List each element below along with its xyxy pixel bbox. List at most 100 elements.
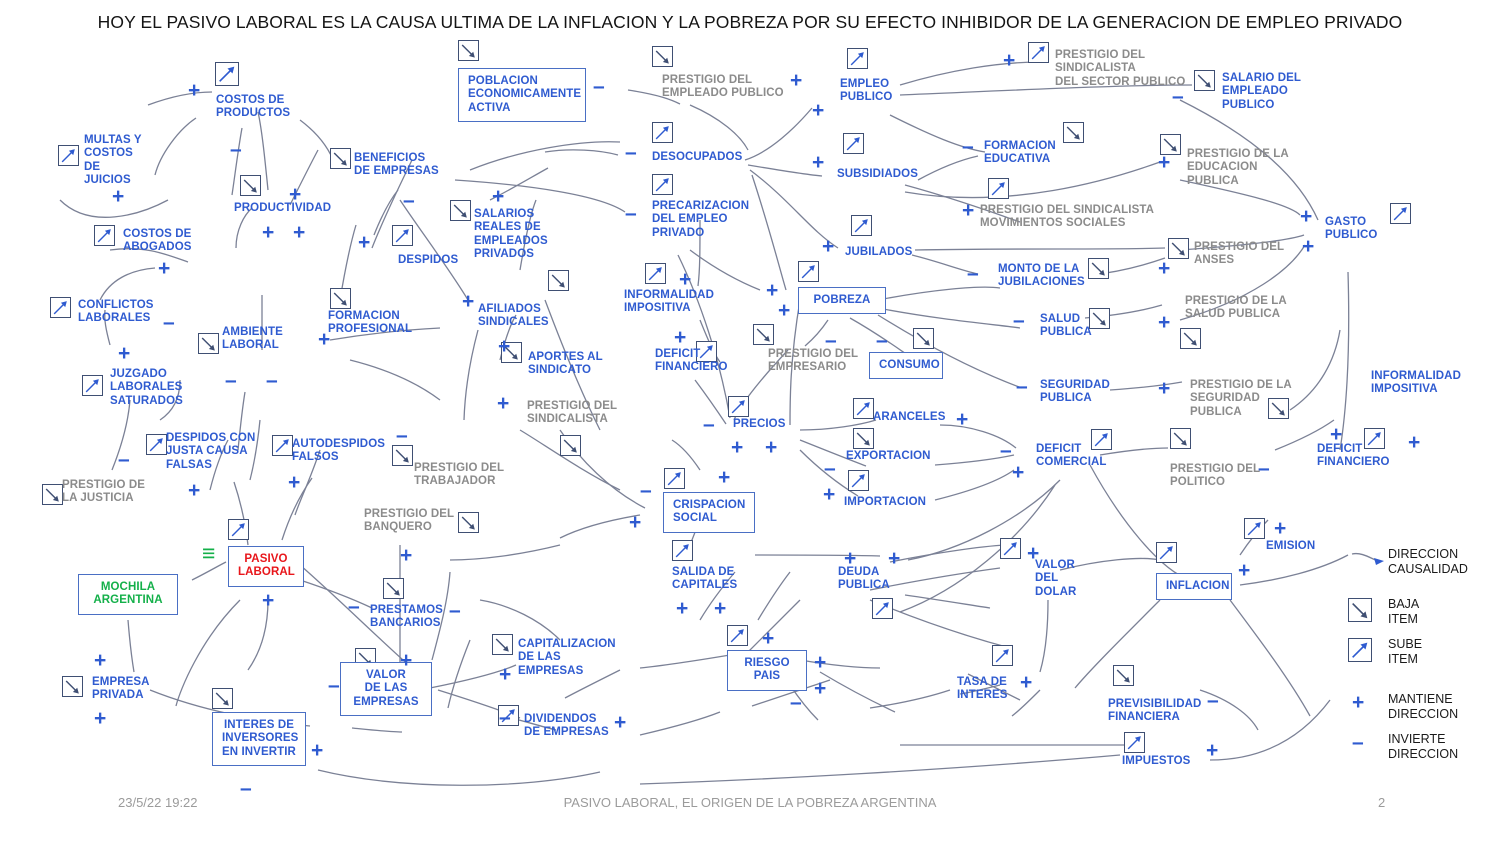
node-interes-de-inversores-en-invertir[interactable]: INTERES DE INVERSORES EN INVERTIR — [212, 712, 306, 766]
polarity-plus: + — [1158, 151, 1171, 174]
polarity-plus: + — [400, 544, 413, 567]
footer-page-number: 2 — [1378, 795, 1386, 810]
polarity-plus: + — [497, 392, 510, 415]
node-beneficios-de-empresas[interactable]: BENEFICIOS DE EMPRESAS — [354, 152, 439, 178]
node-importacion[interactable]: IMPORTACION — [844, 496, 927, 508]
node-tasa-de-interes[interactable]: TASA DE INTERES — [957, 676, 1008, 702]
polarity-minus: – — [703, 413, 715, 436]
node-prestigio-del-empresario[interactable]: PRESTIGIO DEL EMPRESARIO — [768, 348, 859, 374]
node-prestigio-del-anses[interactable]: PRESTIGIO DEL ANSES — [1194, 241, 1285, 267]
node-informalidad-impositiva[interactable]: INFORMALIDAD IMPOSITIVA — [624, 289, 714, 315]
node-salud-publica[interactable]: SALUD PUBLICA — [1040, 313, 1092, 339]
node-monto-de-la-jubilaciones[interactable]: MONTO DE LA JUBILACIONES — [998, 263, 1085, 289]
up-arrow-icon — [1364, 428, 1385, 449]
node-formacion-educativa[interactable]: FORMACION EDUCATIVA — [984, 140, 1056, 166]
node-salarios-reales-de-empleados-privados[interactable]: SALARIOS REALES DE EMPLEADOS PRIVADOS — [474, 208, 548, 260]
polarity-minus: – — [967, 262, 979, 285]
node-multas-y-costos-de-juicios[interactable]: MULTAS Y COSTOS DE JUICIOS — [84, 134, 142, 186]
node-riesgo-pais[interactable]: RIESGO PAIS — [727, 650, 807, 691]
node-prestigio-del-banquero[interactable]: PRESTIGIO DEL BANQUERO — [364, 508, 455, 534]
node-empleo-publico[interactable]: EMPLEO PUBLICO — [840, 78, 893, 104]
node-costos-de-productos[interactable]: COSTOS DE PRODUCTOS — [216, 94, 291, 120]
node-pobreza[interactable]: POBREZA — [798, 287, 886, 315]
node-inflacion[interactable]: INFLACION — [1156, 573, 1232, 601]
node-seguridad-publica[interactable]: SEGURIDAD PUBLICA — [1040, 379, 1110, 405]
node-informalidad-impositiva-derecha[interactable]: INFORMALIDAD IMPOSITIVA — [1371, 370, 1461, 396]
node-deficit-financiero-derecha[interactable]: DEFICIT FINANCIERO — [1317, 443, 1390, 469]
node-gasto-publico[interactable]: GASTO PUBLICO — [1325, 216, 1378, 242]
up-arrow-icon — [847, 48, 868, 69]
down-arrow-icon — [753, 324, 774, 345]
node-desocupados[interactable]: DESOCUPADOS — [652, 151, 743, 163]
node-salario-del-empleado-publico[interactable]: SALARIO DEL EMPLEADO PUBLICO — [1222, 72, 1302, 111]
node-emision[interactable]: EMISION — [1266, 540, 1316, 552]
node-deficit-financiero-centro[interactable]: DEFICIT FINANCIERO — [655, 348, 728, 374]
node-poblacion-economicamente-activa[interactable]: POBLACION ECONOMICAMENTE ACTIVA — [458, 68, 586, 122]
node-prestigio-de-la-salud-publica[interactable]: PRESTIGIO DE LA SALUD PUBLICA — [1185, 295, 1287, 321]
node-juzgado-laborales-saturados[interactable]: JUZGADO LABORALES SATURADOS — [110, 368, 183, 407]
node-capitalizacion-de-las-empresas[interactable]: CAPITALIZACION DE LAS EMPRESAS — [518, 638, 616, 677]
down-arrow-icon — [330, 288, 351, 309]
node-pasivo-laboral[interactable]: PASIVO LABORAL — [228, 546, 304, 587]
footer-date: 23/5/22 19:22 — [118, 795, 198, 810]
node-consumo[interactable]: CONSUMO — [869, 352, 943, 380]
node-prestigio-de-la-educacion-publica[interactable]: PRESTIGIO DE LA EDUCACION PUBLICA — [1187, 148, 1289, 187]
down-arrow-icon — [42, 484, 63, 505]
node-prestamos-bancarios[interactable]: PRESTAMOS BANCARIOS — [370, 604, 443, 630]
node-exportacion[interactable]: EXPORTACION — [846, 450, 931, 462]
up-arrow-icon — [848, 470, 869, 491]
node-jubilados[interactable]: JUBILADOS — [845, 246, 913, 258]
polarity-plus: + — [714, 597, 727, 620]
down-arrow-icon — [330, 148, 351, 169]
node-empresa-privada[interactable]: EMPRESA PRIVADA — [92, 676, 150, 702]
down-arrow-icon — [1063, 122, 1084, 143]
node-aportes-al-sindicato[interactable]: APORTES AL SINDICATO — [528, 351, 603, 377]
node-afiliados-sindicales[interactable]: AFILIADOS SINDICALES — [478, 303, 549, 329]
node-salida-de-capitales[interactable]: SALIDA DE CAPITALES — [672, 566, 738, 592]
node-prestigio-de-la-seguridad-publica[interactable]: PRESTIGIO DE LA SEGURIDAD PUBLICA — [1190, 379, 1292, 418]
node-deficit-comercial[interactable]: DEFICIT COMERCIAL — [1036, 443, 1107, 469]
up-arrow-icon — [872, 598, 893, 619]
node-deuda-publica[interactable]: DEUDA PUBLICA — [838, 566, 890, 592]
node-subsidiados[interactable]: SUBSIDIADOS — [837, 168, 918, 180]
node-prestigio-del-trabajador[interactable]: PRESTIGIO DEL TRABAJADOR — [414, 462, 505, 488]
up-arrow-icon — [58, 145, 79, 166]
node-despidos-con-justa-causa-falsas[interactable]: DESPIDOS CON JUSTA CAUSA FALSAS — [166, 432, 256, 471]
up-arrow-icon — [843, 133, 864, 154]
node-formacion-profesional[interactable]: FORMACION PROFESIONAL — [328, 310, 413, 336]
node-crispacion-social[interactable]: CRISPACION SOCIAL — [663, 492, 755, 533]
node-prestigio-del-sindicalista-movimientos-sociales[interactable]: PRESTIGIO DEL SINDICALISTA MOVIMIENTOS S… — [980, 204, 1155, 230]
node-precios[interactable]: PRECIOS — [733, 418, 786, 430]
node-prestigio-del-politico[interactable]: PRESTIGIO DEL POLITICO — [1170, 463, 1261, 489]
down-arrow-icon — [1170, 428, 1191, 449]
polarity-plus: + — [1302, 235, 1315, 258]
node-dividendos-de-empresas[interactable]: DIVIDENDOS DE EMPRESAS — [524, 713, 609, 739]
node-precarizacion-del-empleo-privado[interactable]: PRECARIZACION DEL EMPLEO PRIVADO — [652, 200, 750, 239]
node-prestigio-del-sindicalista[interactable]: PRESTIGIO DEL SINDICALISTA — [527, 400, 618, 426]
footer-subject: PASIVO LABORAL, EL ORIGEN DE LA POBREZA … — [563, 795, 937, 810]
legend-label-baja-item: BAJA ITEM — [1388, 597, 1420, 626]
node-prestigio-del-empleado-publico[interactable]: PRESTIGIO DEL EMPLEADO PUBLICO — [662, 74, 784, 100]
node-despidos[interactable]: DESPIDOS — [398, 254, 459, 266]
node-valor-del-dolar[interactable]: VALOR DEL DOLAR — [1035, 559, 1077, 598]
down-arrow-icon — [492, 634, 513, 655]
node-aranceles[interactable]: ARANCELES — [873, 411, 946, 423]
node-impuestos[interactable]: IMPUESTOS — [1122, 755, 1191, 767]
node-costos-de-abogados[interactable]: COSTOS DE ABOGADOS — [123, 228, 192, 254]
node-conflictos-laborales[interactable]: CONFLICTOS LABORALES — [78, 299, 154, 325]
polarity-minus: – — [1013, 309, 1025, 332]
node-ambiente-laboral[interactable]: AMBIENTE LABORAL — [222, 326, 283, 352]
node-prestigio-del-sindicalista-del-sector-publico[interactable]: PRESTIGIO DEL SINDICALISTA DEL SECTOR PU… — [1055, 49, 1186, 88]
node-autodespidos-falsos[interactable]: AUTODESPIDOS FALSOS — [292, 438, 386, 464]
polarity-plus: + — [679, 268, 692, 291]
node-prestigio-de-la-justicia[interactable]: PRESTIGIO DE LA JUSTICIA — [62, 479, 145, 505]
up-arrow-icon — [672, 540, 693, 561]
polarity-minus: – — [163, 311, 175, 334]
polarity-plus: + — [94, 649, 107, 672]
node-mochila-argentina[interactable]: MOCHILA ARGENTINA — [78, 574, 178, 615]
polarity-plus: + — [1158, 377, 1171, 400]
node-productividad[interactable]: PRODUCTIVIDAD — [234, 202, 332, 214]
up-arrow-icon — [1156, 542, 1177, 563]
node-previsibilidad-financiera[interactable]: PREVISIBILIDAD FINANCIERA — [1108, 698, 1202, 724]
node-valor-de-las-empresas[interactable]: VALOR DE LAS EMPRESAS — [340, 662, 432, 716]
